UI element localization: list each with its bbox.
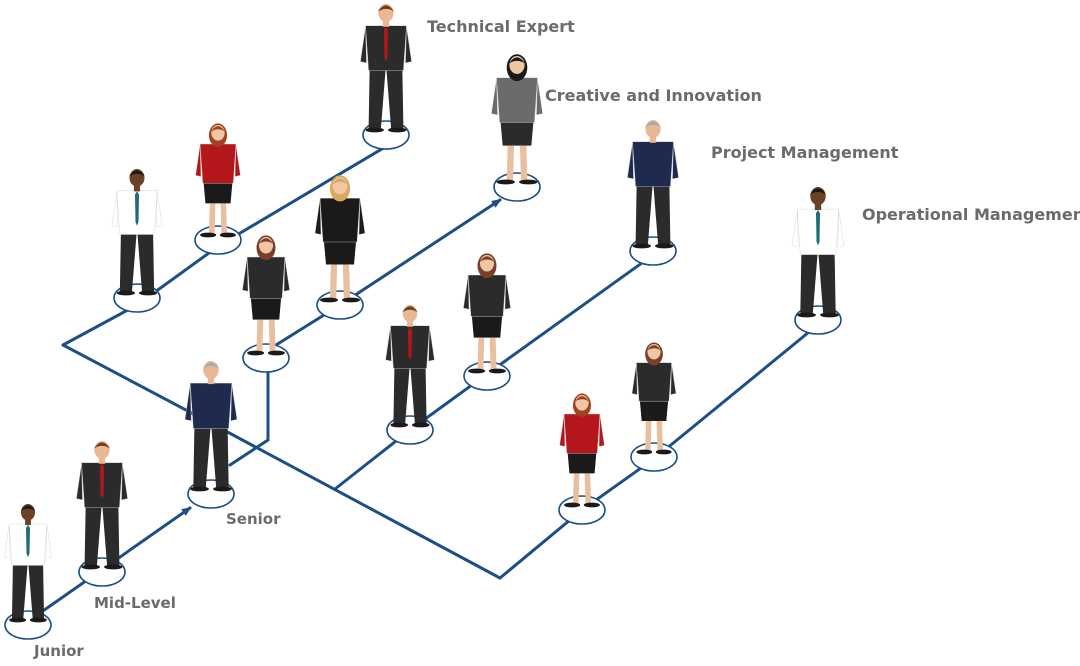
people-figures [4,4,845,623]
person-figure [314,175,366,303]
position-ring [630,442,678,472]
position-ring [463,361,511,391]
path-segment [485,248,662,376]
path-segment [218,426,502,580]
label-senior: Senior [226,510,281,528]
person-figure [627,120,679,249]
position-ring [4,610,52,640]
path-segment [218,141,394,247]
path-segment [61,303,139,347]
person-figure [463,253,511,374]
person-figure [559,393,605,508]
person-figure [791,187,845,318]
person-figure [76,441,128,570]
label-operational-management: Operational Management [862,205,1080,224]
person-figure [111,169,163,296]
position-ring [194,225,242,255]
path-segment [653,321,822,460]
position-ring [316,290,364,320]
label-mid-level: Mid-Level [94,594,176,612]
path-segment [228,438,270,467]
label-project-management: Project Management [711,143,899,162]
person-figure [360,4,412,133]
person-figure [631,342,677,455]
person-figure [195,123,241,238]
person-figure [242,235,290,356]
position-ring [558,495,606,525]
position-ring [493,172,541,202]
position-ring [242,343,290,373]
person-figure [385,305,435,428]
person-figure [4,504,52,623]
label-technical-expert: Technical Expert [427,17,575,36]
path-segment [338,198,502,307]
person-figure [184,361,238,492]
label-creative-and-innovation: Creative and Innovation [545,86,762,105]
person-figure [491,54,543,185]
label-junior: Junior [34,642,84,660]
